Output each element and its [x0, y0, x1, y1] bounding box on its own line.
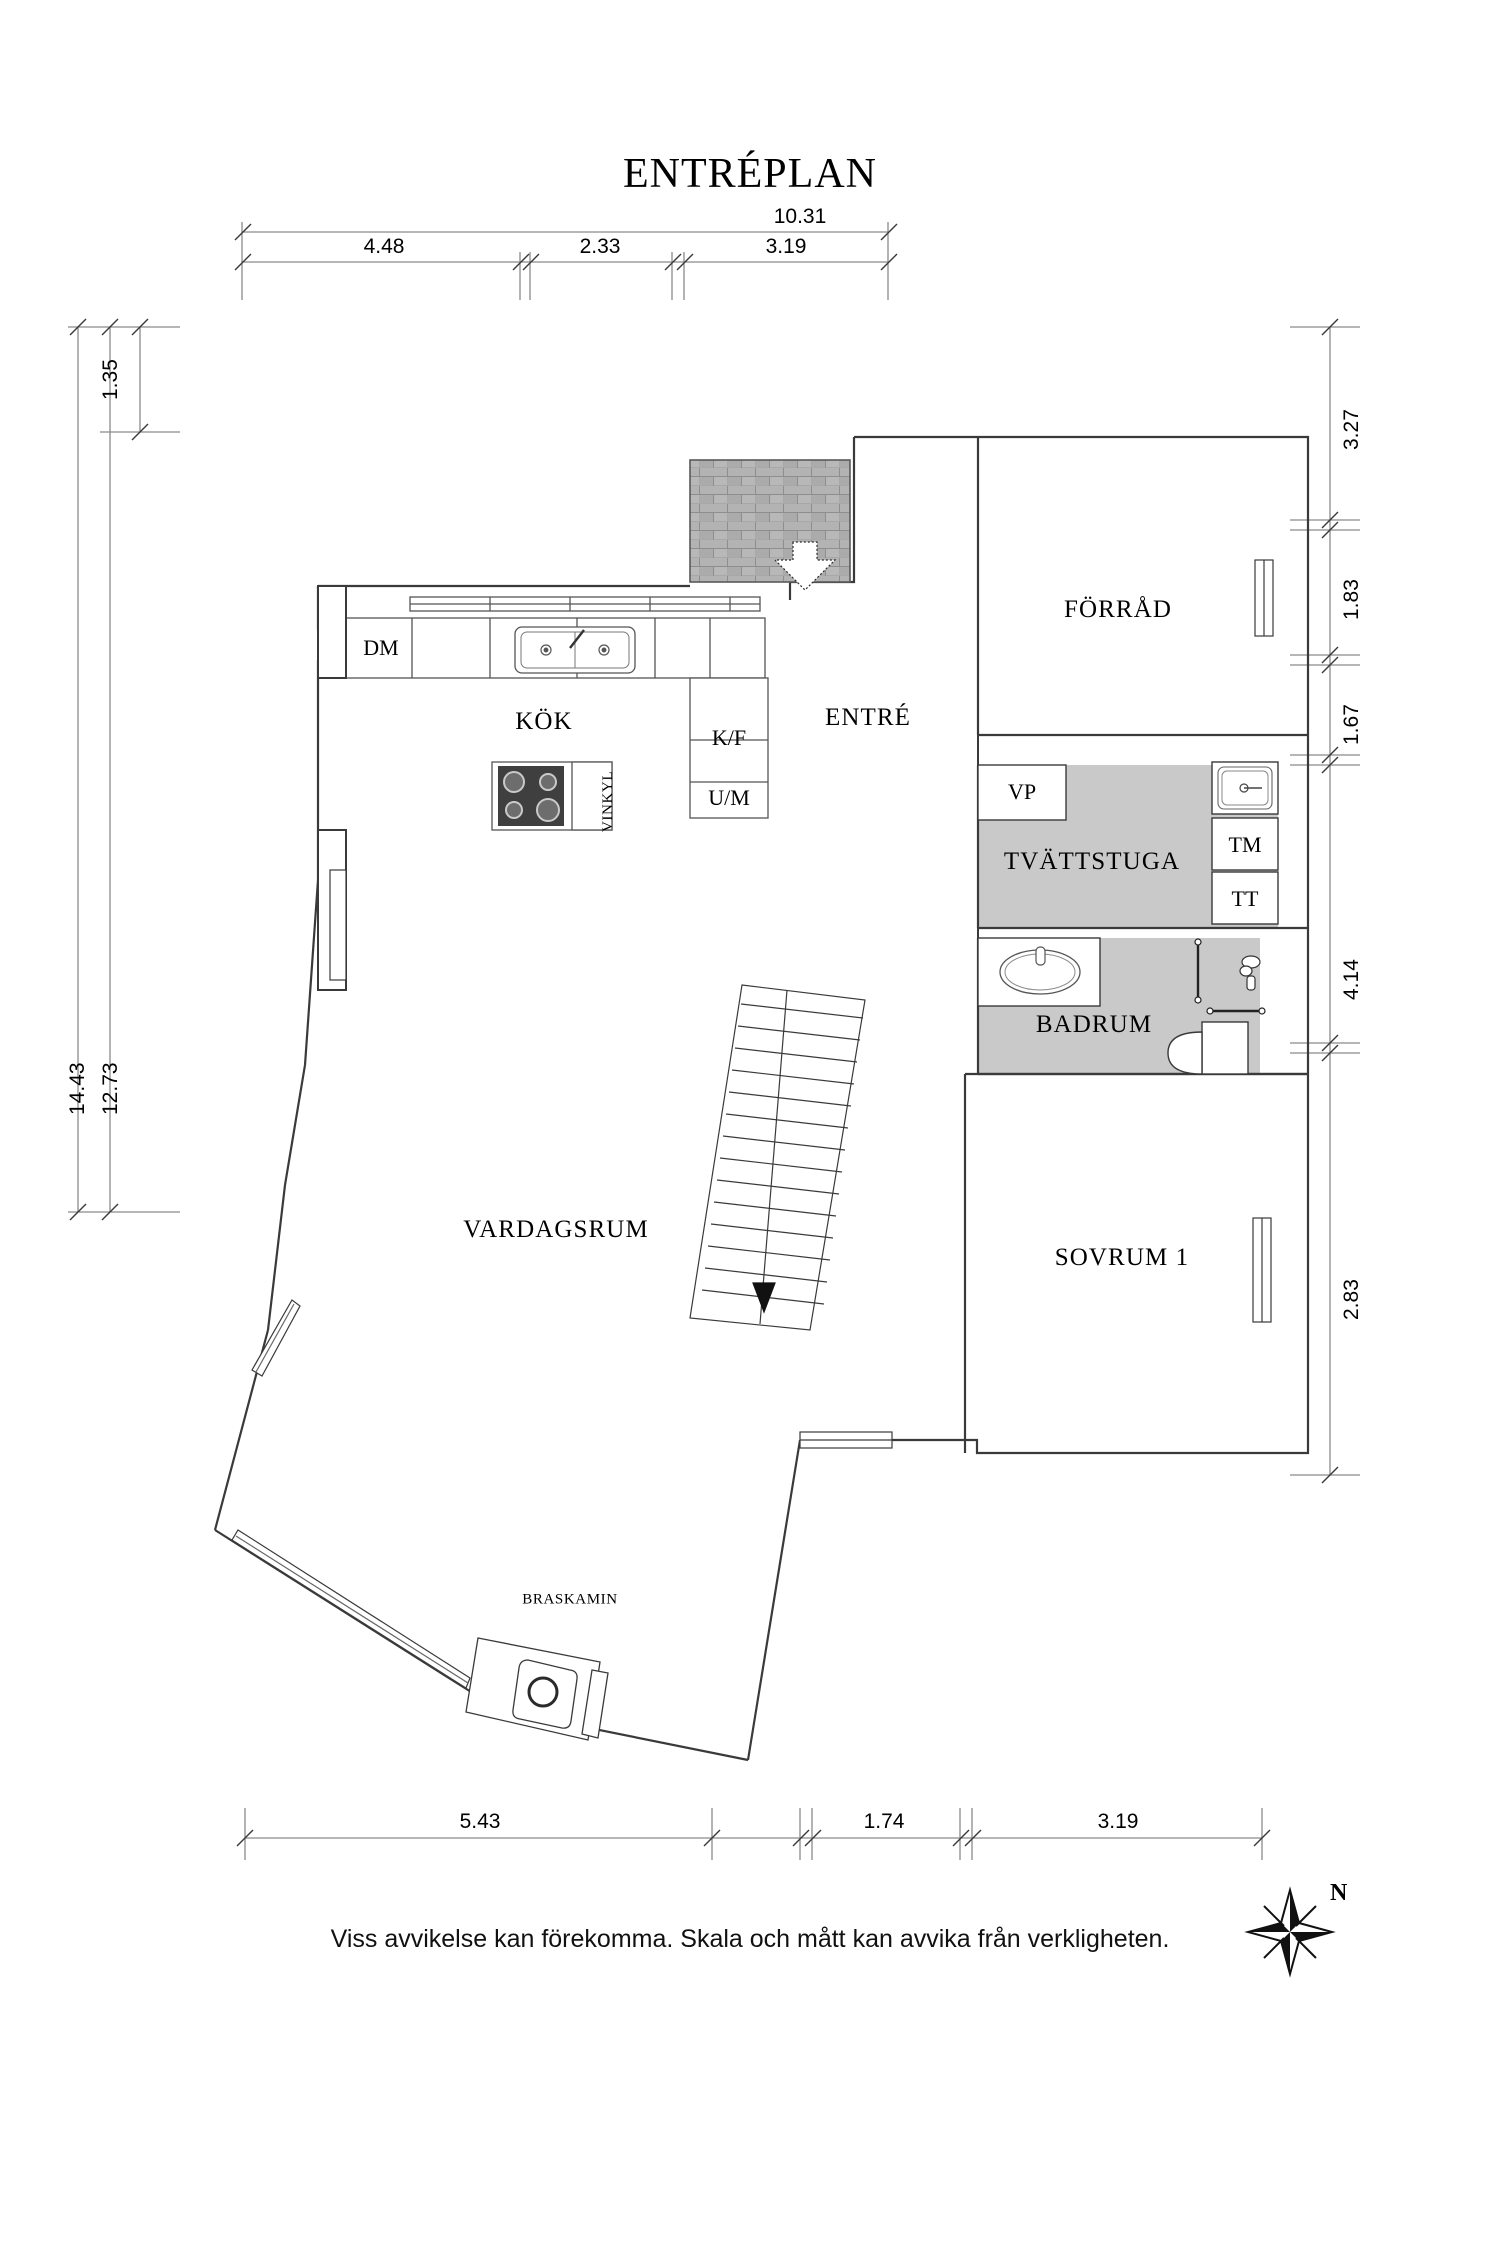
dimension-left-inner: 12.73: [99, 1062, 122, 1115]
appliance-label-vp: VP: [1007, 779, 1037, 804]
compass-rose: [1244, 1886, 1336, 1978]
dimension-lines-right: [1290, 326, 1360, 1476]
compass-north-label: N: [1330, 1880, 1348, 1906]
dimension-bottom-seg-2: 1.74: [863, 1810, 905, 1833]
dimension-top-seg-2: 2.33: [579, 235, 621, 258]
appliance-label-um: U/M: [708, 785, 750, 810]
room-label-entre: ENTRÉ: [824, 704, 912, 731]
dimension-lines-top: [241, 222, 889, 300]
room-label-tvattstuga: TVÄTTSTUGA: [1003, 848, 1181, 875]
dimension-right-seg-5: 2.83: [1340, 1279, 1363, 1320]
dimension-right-seg-1: 3.27: [1340, 409, 1363, 450]
appliance-label-tm: TM: [1228, 832, 1262, 857]
dimension-ticks-right: [1321, 318, 1339, 1484]
dimension-ticks-left: [69, 318, 149, 1221]
dimension-left-top: 1.35: [99, 359, 122, 400]
laundry-fixtures: [977, 761, 1279, 925]
room-label-forrad: FÖRRÅD: [1063, 596, 1173, 623]
door-openings: [977, 734, 1160, 938]
staircase: [689, 984, 866, 1331]
dimension-ticks-top: [234, 223, 898, 271]
stairs-down-arrow: [773, 541, 837, 591]
wood-stove: [465, 1637, 609, 1741]
room-label-sovrum1: SOVRUM 1: [1054, 1244, 1190, 1271]
room-label-kok: KÖK: [515, 708, 573, 735]
dimension-left-outer: 14.43: [66, 1062, 89, 1115]
kitchen-sink: [514, 626, 636, 674]
kitchen-counter: [317, 585, 769, 991]
room-label-vardagsrum: VARDAGSRUM: [463, 1216, 649, 1243]
entrance-landing: [689, 459, 851, 591]
appliance-label-dm: DM: [363, 635, 399, 660]
dimension-top-seg-1: 4.48: [363, 235, 405, 258]
appliance-label-kf: K/F: [711, 725, 747, 750]
dimension-lines-bottom: [244, 1808, 1263, 1860]
appliance-label-vinkyl: VINKYL: [600, 770, 616, 832]
dimension-right-seg-4: 4.14: [1340, 959, 1363, 1000]
page-title: ENTRÉPLAN: [623, 151, 877, 197]
dimension-right-seg-2: 1.83: [1340, 579, 1363, 620]
dimension-right-seg-3: 1.67: [1340, 704, 1363, 745]
disclaimer-note: Viss avvikelse kan förekomma. Skala och …: [330, 1925, 1170, 1953]
appliance-label-braskamin: BRASKAMIN: [522, 1591, 618, 1608]
stove-unit: [491, 761, 613, 831]
dimension-bottom-seg-3: 3.19: [1097, 1810, 1139, 1833]
appliance-label-tt: TT: [1231, 886, 1259, 911]
dimension-bottom-seg-1: 5.43: [459, 1810, 501, 1833]
dimension-ticks-bottom: [236, 1829, 1271, 1847]
windows: [231, 559, 1274, 1689]
dimension-top-overall: 10.31: [773, 205, 827, 228]
room-label-badrum: BADRUM: [1035, 1011, 1153, 1038]
bathroom-fixtures: [977, 937, 1266, 1075]
dimension-top-seg-3: 3.19: [765, 235, 807, 258]
